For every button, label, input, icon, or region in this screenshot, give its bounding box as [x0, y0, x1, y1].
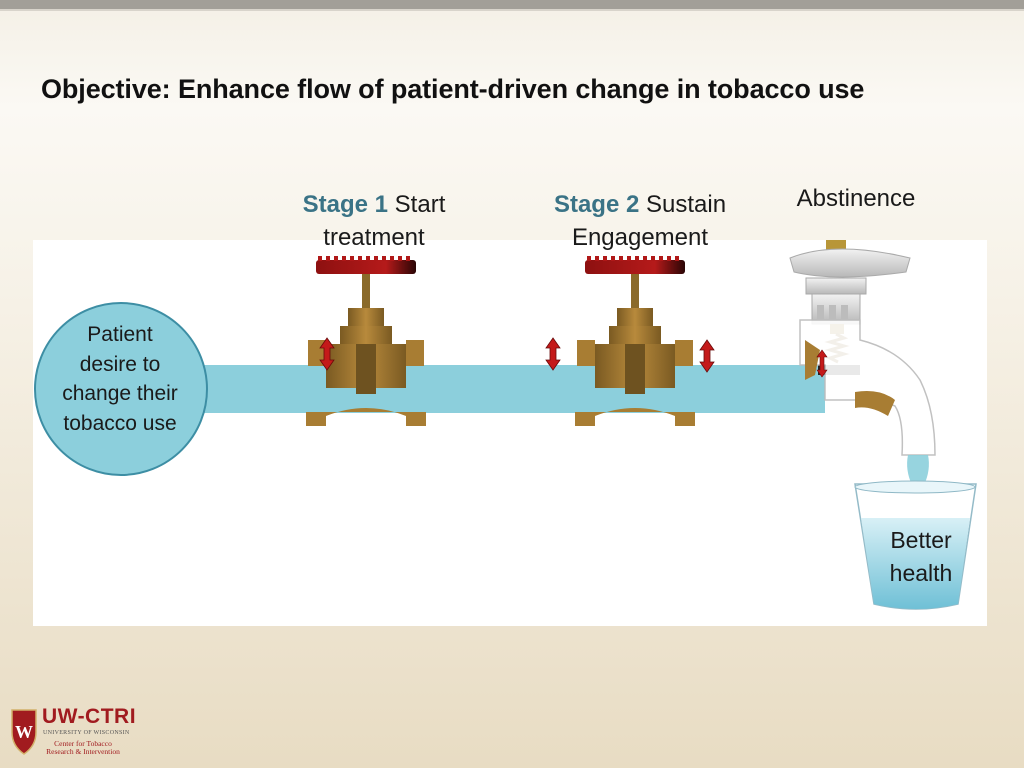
stage1-highlight: Stage 1: [302, 191, 388, 218]
top-divider: [0, 9, 1024, 11]
stage2-text-line1: Sustain: [645, 191, 727, 218]
source-circle: [34, 302, 208, 476]
faucet: [789, 240, 936, 485]
uw-crest-logo: W: [11, 709, 37, 755]
slide-title: Objective: Enhance flow of patient-drive…: [41, 74, 865, 104]
source-line3: change their: [62, 382, 178, 405]
logo-center-line2: Research & Intervention: [46, 747, 120, 756]
outcome-line2: health: [889, 560, 953, 586]
logo-university: UNIVERSITY OF WISCONSIN: [43, 730, 130, 736]
logo-name: UW-CTRI: [42, 705, 137, 728]
outcome-line1: Better: [890, 527, 952, 553]
svg-text:W: W: [15, 722, 33, 742]
stage1-text-line1: Start: [394, 191, 446, 218]
outcome-label: Better health: [872, 524, 970, 590]
stage2-highlight: Stage 2: [553, 191, 640, 218]
top-bar: [0, 0, 1024, 9]
logo-center-line1: Center for Tobacco: [54, 739, 112, 748]
stage2-text-line2: Engagement: [571, 224, 709, 251]
stage1-label: Stage 1 Start treatment: [294, 188, 454, 254]
flow-arrow-1: [319, 337, 335, 371]
source-line1: Patient: [87, 323, 153, 346]
stage2-valve: [575, 256, 695, 426]
stage1-text-line2: treatment: [323, 224, 425, 251]
source-line2: desire to: [79, 352, 161, 376]
abstinence-label: Abstinence: [796, 185, 916, 212]
flow-arrow-4: [816, 349, 828, 378]
flow-arrow-2: [545, 337, 561, 371]
water-glass: [854, 480, 977, 610]
source-line4: tobacco use: [63, 411, 177, 435]
pipe: [190, 365, 825, 413]
source-label: Patient desire to change their tobacco u…: [40, 320, 200, 438]
logo-center: Center for Tobacco Research & Interventi…: [43, 740, 123, 756]
flow-arrow-3: [699, 339, 715, 373]
stage2-label: Stage 2 Sustain Engagement: [540, 188, 740, 254]
